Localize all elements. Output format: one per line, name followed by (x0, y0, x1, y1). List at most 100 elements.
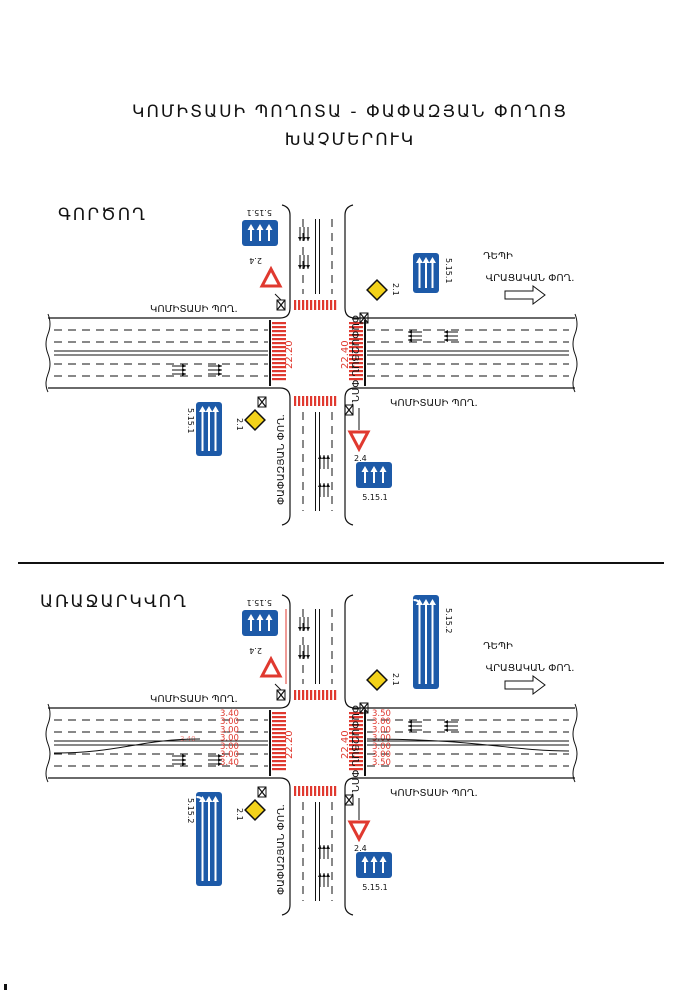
arrow-head-icon (212, 406, 219, 412)
crossing-stripe (298, 786, 301, 796)
corner-curb (344, 307, 356, 319)
lane-arrows (208, 364, 222, 376)
crossing-stripe (298, 300, 301, 310)
lane-width-east: 3.00 (372, 750, 391, 760)
arrow-head-icon (444, 334, 448, 338)
signal-box-icon (359, 312, 369, 324)
lane-arrows (408, 720, 422, 732)
proposed-lane-shift (53, 738, 201, 754)
arrow-head-icon (247, 614, 255, 620)
crossing-stripe (272, 322, 286, 325)
crossing-stripe (272, 326, 286, 329)
crossing-stripe (306, 396, 309, 406)
lane-sign-top-left (242, 610, 278, 636)
crossing-stripe (334, 396, 337, 406)
arrow-head-icon (429, 599, 436, 605)
lane-arrows (318, 845, 330, 859)
arrow-head-icon (182, 372, 186, 376)
yield-code-bottom: 2.4 (354, 844, 367, 853)
arrow-head-icon (298, 655, 302, 659)
crossing-width-west: 22.20 (284, 340, 295, 369)
lane-sign-bottom-right (356, 852, 392, 878)
crossing-stripe (272, 354, 286, 357)
crossing-stripe (310, 396, 313, 406)
turn-arrow-icon (413, 599, 421, 606)
crossing-stripe (294, 690, 297, 700)
scheme-subtitle: ԽԱՉՄԵՐՈՒԿ (284, 130, 416, 150)
crossing-stripe (272, 366, 286, 369)
lane-width-west: 3.40 (220, 758, 239, 768)
priority-diamond-icon (244, 799, 266, 821)
scheme-title: ԿՈՄԻՏԱՍԻ ՊՈՂՈՏԱ - ՓԱՓԱԶՅԱՆ ՓՈՂՈՑ (132, 102, 568, 122)
arrow-head-icon (298, 265, 302, 269)
lane-sign-bottom-left (196, 792, 222, 886)
warning-triangle-icon (259, 655, 283, 678)
street-name-cross-top: ՓԱՓԱԶՅԱՆ ՓՈՂ. (349, 315, 360, 406)
direction-line2: ՎՐԱՑԱԿԱՆ ՓՈՂ. (486, 273, 575, 284)
crossing-stripe (349, 744, 363, 747)
crossing-stripe (330, 396, 333, 406)
arrow-head-icon (318, 873, 322, 877)
arrow-head-icon (326, 455, 330, 459)
crossing-stripe (314, 396, 317, 406)
crossing-stripe (322, 300, 325, 310)
arrow-head-icon (322, 873, 326, 877)
arrow-head-icon (218, 368, 222, 372)
arrow-head-icon (444, 728, 448, 732)
lane-width-west: 3.40 (220, 709, 239, 719)
arrow-head-icon (182, 758, 186, 762)
arrow-head-icon (370, 466, 378, 472)
road-break-mark (45, 703, 51, 783)
lane-sign-top-left (242, 220, 278, 246)
signal-cross-icon (344, 794, 354, 806)
lane-sign-bottom-right (356, 462, 392, 488)
crossing-stripe (318, 396, 321, 406)
crossing-width-west: 22.20 (284, 730, 295, 759)
signal-box-icon (344, 794, 354, 806)
traffic-signal-icon (359, 312, 369, 324)
crossing-stripe (272, 330, 286, 333)
crossing-stripe (334, 690, 337, 700)
sign-code-top-right: 5.15.1 (444, 258, 453, 283)
arrow-head-icon (302, 627, 306, 631)
arrow-head-icon (416, 257, 423, 263)
signal-cross-icon (276, 299, 286, 311)
crossing-stripe (272, 760, 286, 763)
road-break-mark (572, 313, 578, 393)
crossing-stripe (326, 300, 329, 310)
arrow-head-icon (422, 257, 430, 263)
arrow-head-icon (444, 720, 448, 724)
crossing-stripe (322, 396, 325, 406)
crossing-stripe (302, 786, 305, 796)
corner-curb (344, 204, 354, 216)
street-name-main-top: ԿՈՄԻՏԱՍԻ ՊՈՂ. (150, 694, 238, 705)
signal-cross-icon (276, 689, 286, 701)
crossing-stripe (302, 690, 305, 700)
crossing-stripe (294, 396, 297, 406)
traffic-signal-icon (344, 794, 354, 806)
crossing-stripe (349, 346, 363, 349)
proposed-lane-shift (366, 738, 570, 752)
arrow-head-icon (379, 466, 387, 472)
traffic-signal-icon (359, 702, 369, 714)
arrow-head-icon (306, 627, 310, 631)
lane-arrows (318, 873, 330, 887)
direction-line2: ՎՐԱՑԱԿԱՆ ՓՈՂ. (486, 663, 575, 674)
crossing-stripe (314, 300, 317, 310)
arrow-head-icon (265, 614, 273, 620)
traffic-signal-icon (276, 689, 286, 701)
crossing-stripe (349, 764, 363, 767)
lane-width-east: 3.00 (372, 725, 391, 735)
arrow-head-icon (298, 237, 302, 241)
crossing-stripe (302, 396, 305, 406)
lane-width-east: 3.50 (372, 709, 391, 719)
crossing-stripe (272, 736, 286, 739)
arrow-head-icon (444, 724, 448, 728)
signal-box-icon (257, 396, 267, 408)
crossing-stripe (322, 786, 325, 796)
crossing-stripe (349, 322, 363, 325)
direction-arrow-icon (504, 675, 546, 695)
arrow-head-icon (408, 720, 412, 724)
crossing-stripe (306, 690, 309, 700)
